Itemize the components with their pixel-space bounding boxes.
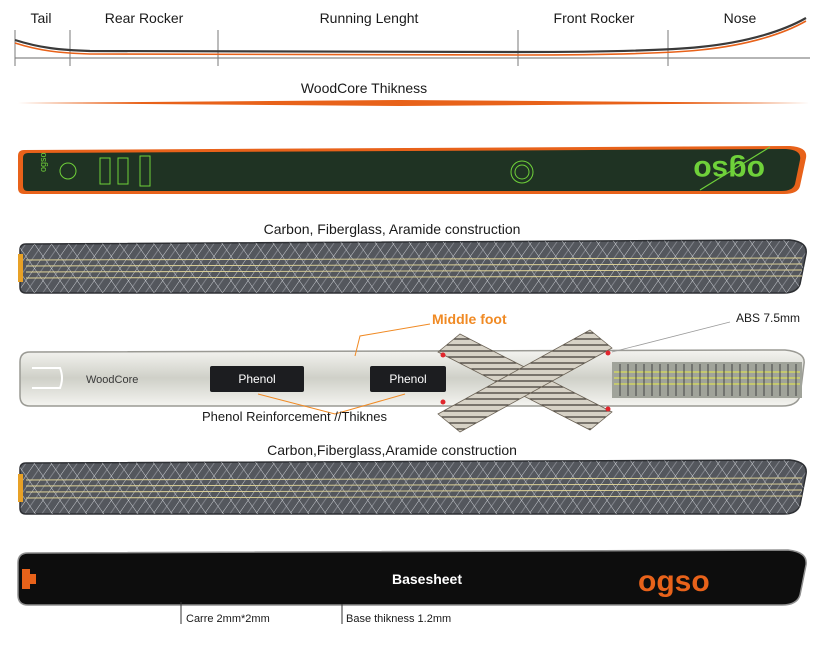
woodcore-thickness-title: WoodCore Thikness [300, 80, 428, 96]
profile-section-front-rocker: Front Rocker [553, 10, 635, 26]
fiber-layer-1 [18, 239, 807, 294]
core-tail-cutout [32, 367, 63, 389]
middle-foot-leader [354, 323, 431, 357]
abs-vertical-hatching [619, 364, 797, 396]
base-logo: ogso [638, 565, 710, 598]
base-thickness-label: Base thikness 1.2mm [346, 613, 452, 625]
phenol-reinforcement-label: Phenol Reinforcement //Thiknes [202, 409, 387, 424]
topsheet-logo: ogso [693, 154, 765, 187]
fiber-layer-2 [18, 459, 807, 515]
topsheet-small-brand: ogso [38, 152, 48, 172]
phenol-leader [257, 393, 406, 415]
topsheet-ski: ogso ogso [18, 146, 807, 194]
profile-section-rear-rocker: Rear Rocker [104, 10, 184, 26]
phenol-label-2: Phenol [389, 372, 427, 386]
profile-section-dividers [14, 30, 669, 66]
phenol-block-1 [210, 366, 304, 392]
fiber-layer-1-tail-tip [18, 254, 23, 282]
abs-leader [611, 321, 731, 353]
ski-profile [14, 17, 810, 66]
woodcore-label: WoodCore [86, 374, 139, 386]
fiber-layer-2-tail-tip [18, 474, 23, 502]
fiber-x-bands [437, 329, 613, 433]
carre-label: Carre 2mm*2mm [186, 613, 270, 625]
abs-label: ABS 7.5mm [736, 311, 801, 325]
profile-section-running-length: Running Lenght [319, 10, 419, 26]
fiber-layer-2-strands [25, 477, 803, 499]
profile-section-tail: Tail [30, 10, 52, 26]
base-title: Basesheet [392, 571, 462, 587]
basesheet-ski: ogso Basesheet [17, 549, 807, 624]
middle-foot-label: Middle foot [432, 311, 507, 327]
woodcore-thickness-bar [18, 100, 810, 106]
profile-curve-top [14, 17, 807, 54]
abs-strands [614, 371, 800, 385]
phenol-block-2 [370, 366, 446, 392]
base-tail-tip [22, 569, 36, 589]
abs-sidewall-block [612, 362, 802, 398]
fiber-layer-1-title: Carbon, Fiberglass, Aramide construction [263, 221, 521, 237]
topsheet-graphics [59, 155, 534, 187]
profile-curve-orange [14, 20, 807, 56]
phenol-label-1: Phenol [238, 372, 276, 386]
core-layer [19, 321, 805, 433]
profile-section-nose: Nose [723, 10, 757, 26]
fiber-x-band-markers [440, 350, 611, 412]
topsheet-accent-line [699, 146, 771, 191]
fiber-layer-1-strands [25, 257, 803, 279]
fiber-layer-2-title: Carbon,Fiberglass,Aramide construction [267, 442, 517, 458]
